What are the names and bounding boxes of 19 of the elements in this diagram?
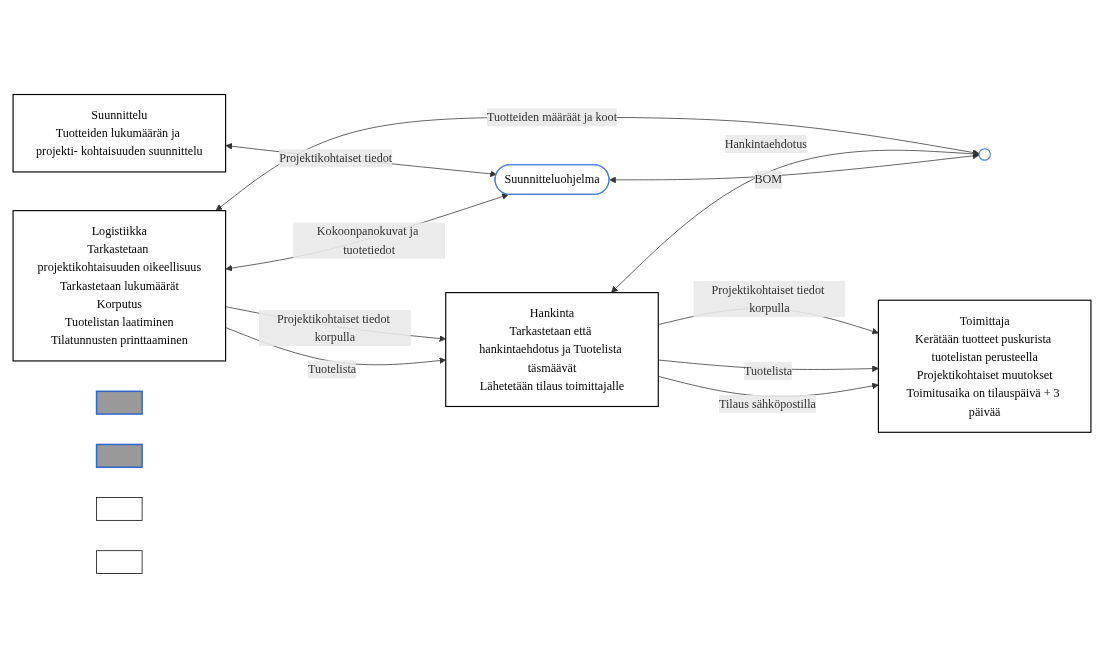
edge-label: Projektikohtaiset tiedot korpulla — [276, 312, 390, 344]
node-box — [96, 497, 143, 521]
node-circle — [978, 148, 991, 161]
edge-label: Projektikohtaiset tiedot — [279, 151, 393, 165]
edge-label: Hankintaehdotus — [724, 137, 807, 151]
node-box: Suunnittelu Tuotteiden lukumäärän ja projekti- kohtaisuuden suunnittelu — [12, 93, 227, 173]
node-box: Hankinta Tarkastetaan että hankintaehdotus ja Tuotelista täsmäävät Lähetetään tilaus toimittajalle — [445, 292, 659, 408]
edge-label: Tilaus sähköpostilla — [718, 397, 816, 411]
edge-label: Projektikohtaiset tiedot korpulla — [711, 283, 825, 315]
node-box — [96, 550, 143, 574]
edge-label: Tuotelista — [744, 363, 793, 377]
edge-label: Tuotelista — [308, 362, 357, 376]
edge-label: Kokoonpanokuvat ja tuotetiedot — [316, 224, 419, 256]
node-box — [95, 390, 143, 415]
node-box — [95, 443, 143, 468]
edge-label: Tuotteiden määräät ja koot — [486, 110, 618, 124]
edge-label: BOM — [754, 172, 783, 186]
node-box: Toimittaja Kerätään tuotteet puskurista tuotelistan perusteella Projektikohtaiset muutokset Toimitusaika on tilauspäivä + 3 päivää — [877, 299, 1092, 433]
node-box: Logistiikka Tarkastetaan projektikohtaisuuden oikeellisuus Tarkastetaan lukumäärät Korputus Tuotelistan laatiminen Tilatunnusten printtaaminen — [12, 210, 227, 362]
